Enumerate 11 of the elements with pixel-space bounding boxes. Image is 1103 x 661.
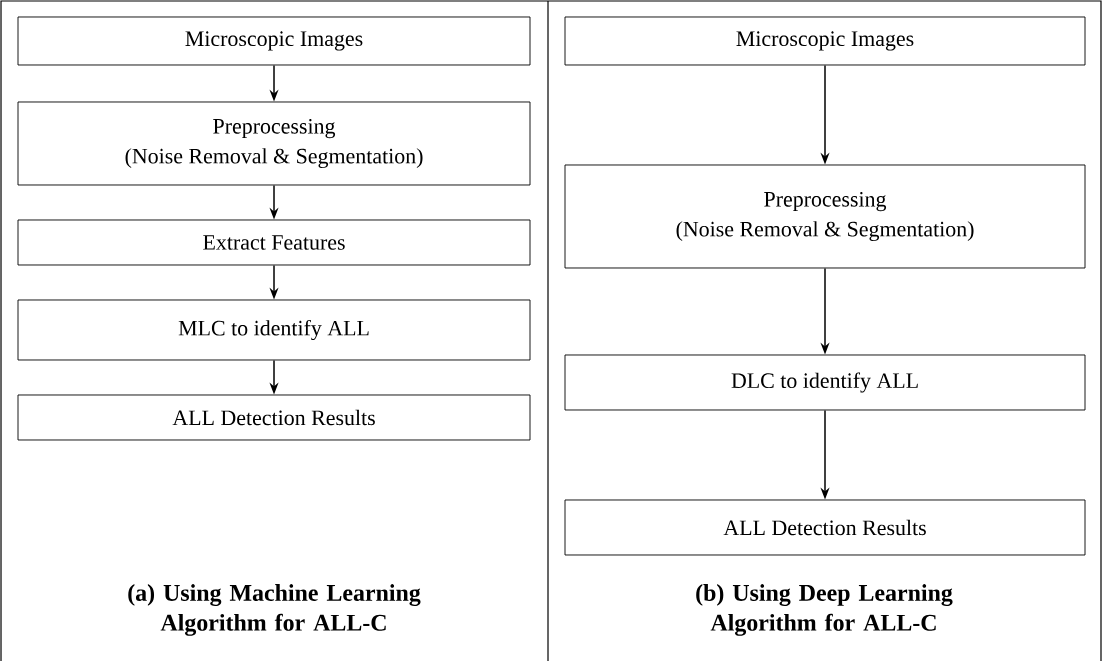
process-box: Extract Features: [17, 219, 531, 266]
process-box: Preprocessing (Noise Removal & Segmentation): [564, 164, 1086, 269]
process-box: MLC to identify ALL: [17, 299, 531, 361]
process-box: Preprocessing (Noise Removal & Segmentation): [17, 101, 531, 186]
process-box: ALL Detection Results: [17, 394, 531, 441]
process-box: ALL Detection Results: [564, 499, 1086, 556]
process-box: Microscopic Images: [564, 16, 1086, 66]
caption: (b) Using Deep Learning Algorithm for ALL-C: [696, 584, 953, 636]
process-box: Microscopic Images: [17, 16, 531, 66]
process-box: DLC to identify ALL: [564, 354, 1086, 411]
caption: (a) Using Machine Learning Algorithm for ALL-C: [128, 584, 421, 636]
